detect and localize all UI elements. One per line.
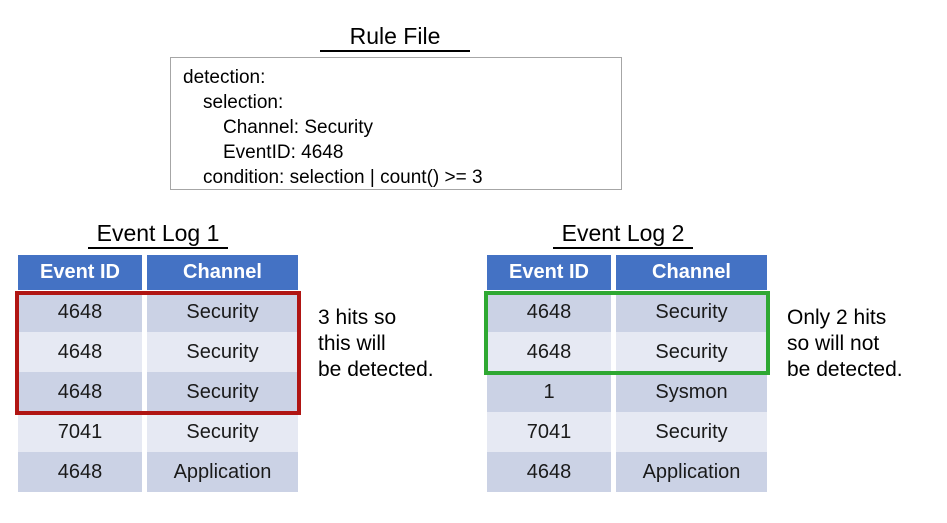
cell-event-id: 4648: [18, 292, 142, 332]
cell-event-id: 4648: [18, 452, 142, 492]
table-row: 4648 Security: [487, 332, 767, 372]
column-header-channel: Channel: [147, 255, 298, 290]
column-header-channel: Channel: [616, 255, 767, 290]
table-row: 1 Sysmon: [487, 372, 767, 412]
cell-channel: Security: [147, 412, 298, 452]
rule-line-4: condition: selection | count() >= 3: [203, 167, 483, 188]
rule-line-1: selection:: [203, 92, 284, 113]
column-header-event-id: Event ID: [18, 255, 142, 290]
rule-line-2: Channel: Security: [223, 117, 373, 138]
cell-channel: Sysmon: [616, 372, 767, 412]
annotation-log-2: Only 2 hits so will not be detected.: [787, 306, 903, 381]
cell-event-id: 4648: [487, 332, 611, 372]
table-row: 4648 Security: [18, 372, 298, 412]
cell-channel: Security: [616, 332, 767, 372]
rule-file-title: Rule File: [320, 23, 470, 52]
event-log-2-header-row: Event ID Channel: [487, 255, 767, 290]
cell-event-id: 1: [487, 372, 611, 412]
event-log-1-header-row: Event ID Channel: [18, 255, 298, 290]
cell-channel: Security: [616, 412, 767, 452]
event-log-1-table: Event ID Channel 4648 Security 4648 Secu…: [18, 255, 298, 492]
table-row: 4648 Security: [487, 292, 767, 332]
cell-event-id: 4648: [18, 332, 142, 372]
cell-event-id: 4648: [487, 452, 611, 492]
table-row: 4648 Security: [18, 332, 298, 372]
cell-channel: Application: [616, 452, 767, 492]
event-log-2-title: Event Log 2: [553, 220, 693, 249]
cell-event-id: 7041: [487, 412, 611, 452]
event-log-2-body: 4648 Security 4648 Security 1 Sysmon 704…: [487, 292, 767, 492]
cell-channel: Security: [616, 292, 767, 332]
cell-channel: Security: [147, 372, 298, 412]
annotation-log-1: 3 hits so this will be detected.: [318, 306, 434, 381]
event-log-2-table: Event ID Channel 4648 Security 4648 Secu…: [487, 255, 767, 492]
cell-channel: Security: [147, 292, 298, 332]
cell-channel: Security: [147, 332, 298, 372]
event-log-1-title: Event Log 1: [88, 220, 228, 249]
table-row: 4648 Security: [18, 292, 298, 332]
table-row: 7041 Security: [487, 412, 767, 452]
cell-event-id: 7041: [18, 412, 142, 452]
rule-file-box: detection: selection: Channel: Security …: [170, 57, 622, 190]
event-log-1-body: 4648 Security 4648 Security 4648 Securit…: [18, 292, 298, 492]
cell-event-id: 4648: [487, 292, 611, 332]
table-row: 7041 Security: [18, 412, 298, 452]
cell-event-id: 4648: [18, 372, 142, 412]
rule-line-3: EventID: 4648: [223, 142, 344, 163]
cell-channel: Application: [147, 452, 298, 492]
table-row: 4648 Application: [18, 452, 298, 492]
column-header-event-id: Event ID: [487, 255, 611, 290]
table-row: 4648 Application: [487, 452, 767, 492]
rule-line-0: detection:: [183, 67, 266, 88]
